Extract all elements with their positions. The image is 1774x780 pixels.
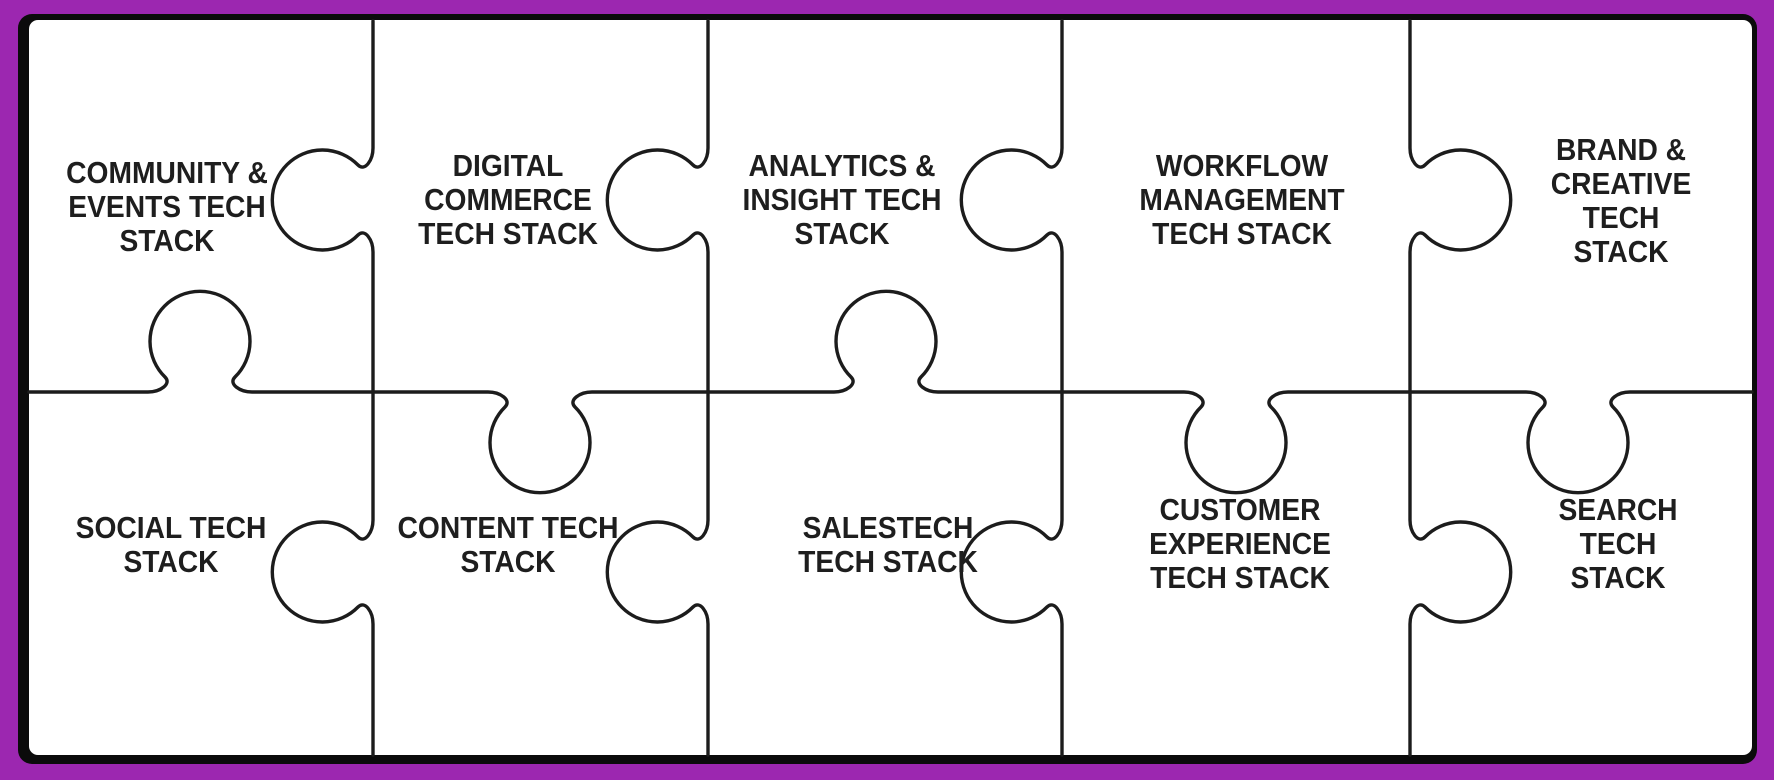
- diagram-surface: [29, 20, 1752, 755]
- puzzle-boundary-line: [959, 19, 1064, 757]
- puzzle-boundary-line: [1408, 19, 1513, 757]
- puzzle-boundary-line: [27, 289, 1754, 495]
- puzzle-boundary-line: [270, 19, 375, 757]
- puzzle-piece-outlines: [27, 19, 1754, 757]
- puzzle-boundary-line: [605, 19, 710, 757]
